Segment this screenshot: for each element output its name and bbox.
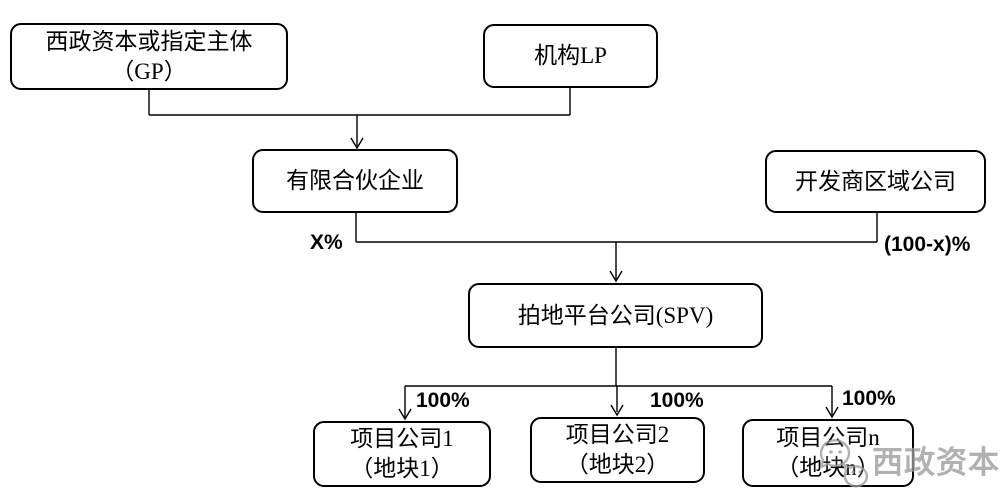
- edge-label-100pct-project2: 100%: [650, 389, 704, 412]
- arrowhead-to-projectn: [825, 406, 839, 419]
- arrowhead-to-project2: [610, 404, 624, 417]
- arrowhead-to-project1: [398, 408, 412, 421]
- connector-spv-to-projects: [404, 348, 833, 417]
- node-projectn: 项目公司n （地块n）: [742, 419, 914, 487]
- edge-label-100-minus-x: (100-x)%: [884, 233, 971, 256]
- node-project1: 项目公司1 （地块1）: [313, 421, 491, 487]
- arrowhead-to-partnership: [350, 137, 364, 150]
- node-partnership: 有限合伙企业: [252, 149, 458, 213]
- node-lp: 机构LP: [483, 24, 658, 88]
- watermark-text: 西政资本: [872, 445, 1000, 480]
- node-project2: 项目公司2 （地块2）: [530, 417, 705, 483]
- watermark: 西政资本: [820, 438, 1000, 488]
- connector-gp-lp-to-partnership: [148, 88, 571, 146]
- node-spv: 拍地平台公司(SPV): [468, 283, 763, 348]
- edge-label-x-percent: X%: [310, 231, 343, 254]
- edge-label-100pct-project1: 100%: [416, 389, 470, 412]
- node-gp: 西政资本或指定主体 （GP）: [10, 23, 288, 90]
- node-developer: 开发商区域公司: [765, 150, 986, 213]
- edge-label-100pct-projectn: 100%: [842, 387, 896, 410]
- wechat-bubbles-icon: [820, 439, 869, 488]
- connector-to-spv: [355, 213, 878, 279]
- arrowhead-to-spv: [609, 270, 623, 283]
